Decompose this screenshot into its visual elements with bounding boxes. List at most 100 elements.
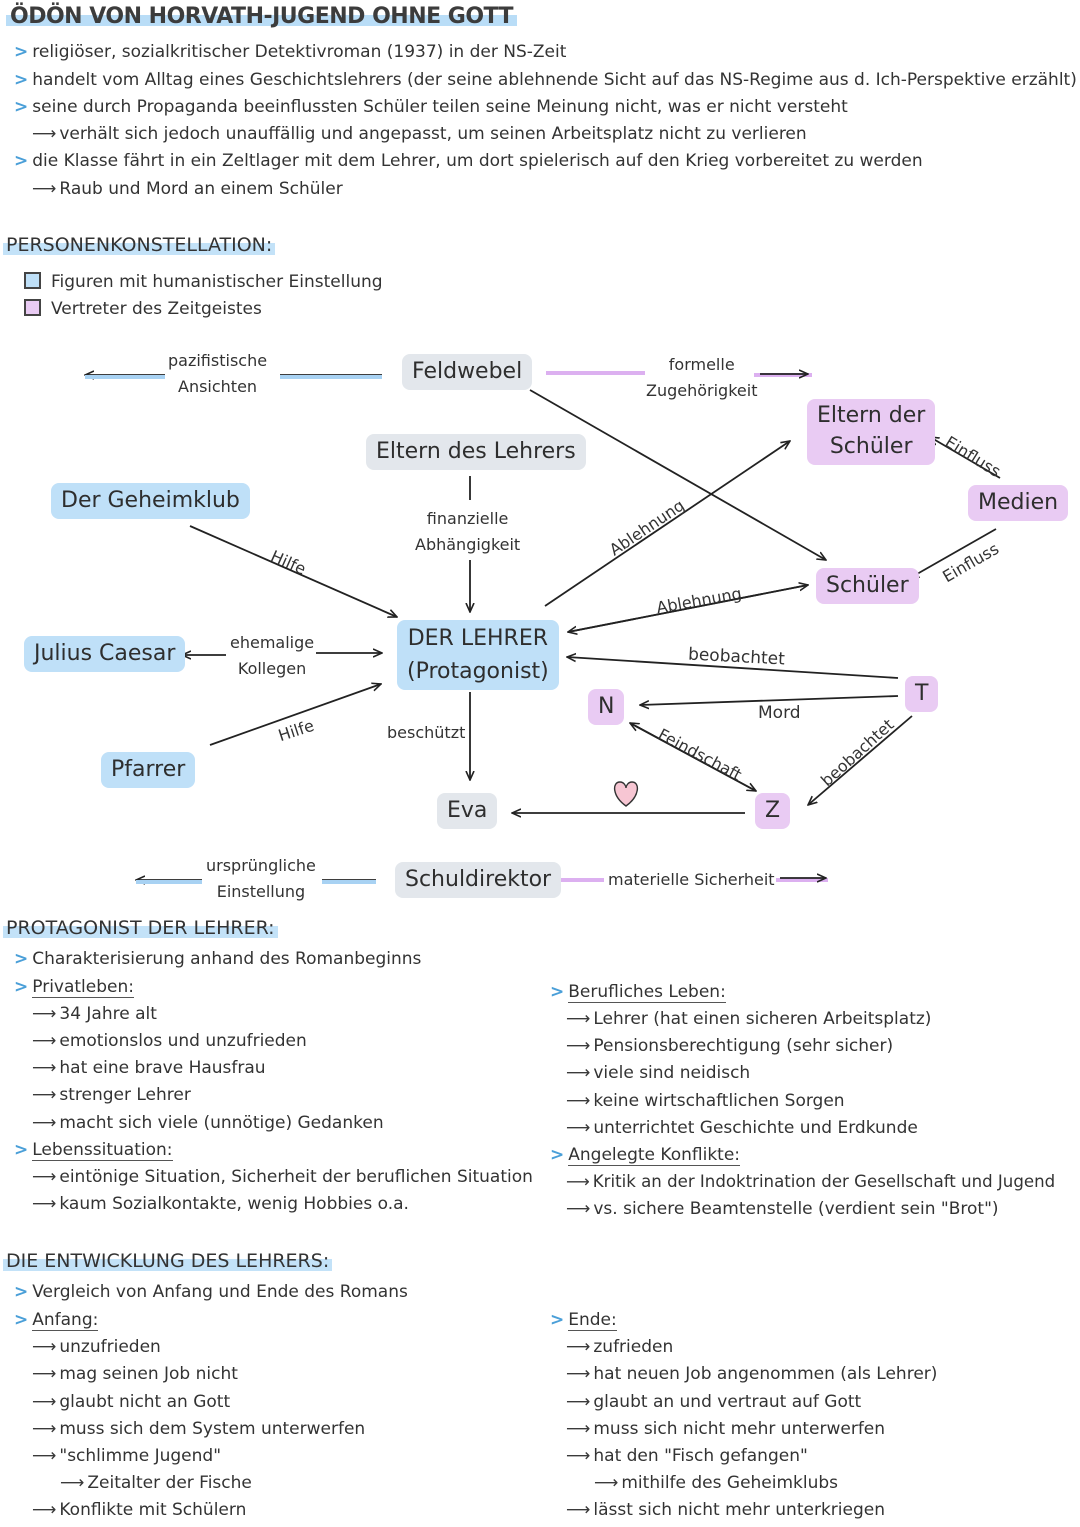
protagonist-intro: >Charakterisierung anhand des Romanbegin… (14, 949, 422, 969)
arrow-icon: ⟶ (566, 1063, 591, 1083)
arrow-icon: ⟶ (32, 1392, 57, 1412)
privat-item: ⟶34 Jahre alt (32, 1004, 157, 1024)
lebens-item: ⟶eintönige Situation, Sicherheit der ber… (32, 1167, 533, 1187)
arrow-t-beobachtet-z (808, 715, 913, 805)
bullet-marker: > (550, 1310, 565, 1330)
arrow-mord (640, 695, 899, 705)
protagonist-heading: PROTAGONIST DER LEHRER: (3, 917, 278, 939)
bullet-marker: > (14, 1310, 29, 1330)
legend-blue-swatch (24, 272, 41, 289)
arrow-icon: ⟶ (566, 1419, 591, 1439)
intro-line-4: ⟶verhält sich jedoch unauffällig und ang… (32, 124, 807, 144)
arrow-icon: ⟶ (566, 1199, 591, 1219)
arrow-icon: ⟶ (32, 124, 57, 144)
ende-item: ⟶muss sich nicht mehr unterwerfen (566, 1419, 886, 1439)
label-materielle: materielle Sicherheit (608, 870, 775, 889)
node-schuldirektor: Schuldirektor (395, 862, 562, 898)
node-schueler: Schüler (816, 568, 919, 604)
privat-item: ⟶emotionslos und unzufrieden (32, 1031, 307, 1051)
intro-line-5: >die Klasse fährt in ein Zeltlager mit d… (14, 151, 923, 171)
privat-label: >Privatleben: (14, 977, 134, 998)
ende-item: ⟶hat neuen Job angenommen (als Lehrer) (566, 1364, 938, 1384)
anfang-label: >Anfang: (14, 1310, 99, 1331)
bullet-marker: > (550, 1145, 565, 1165)
anfang-item: ⟶Konflikte mit Schülern (32, 1500, 247, 1520)
ende-item: ⟶zufrieden (566, 1337, 674, 1357)
ende-item: ⟶hat den "Fisch gefangen" (566, 1446, 808, 1466)
intro-line-6: ⟶Raub und Mord an einem Schüler (32, 179, 343, 199)
label-mord: Mord (758, 703, 801, 723)
label-beschuetzt: beschützt (387, 723, 466, 742)
legend-pink-swatch (24, 299, 41, 316)
arrow-medien-schueler (910, 528, 997, 578)
node-eva: Eva (437, 793, 498, 829)
constellation-heading: PERSONENKONSTELLATION: (3, 234, 276, 256)
bullet-marker: > (550, 982, 565, 1002)
arrow-icon: ⟶ (32, 1058, 57, 1078)
node-geheimklub: Der Geheimklub (51, 483, 250, 519)
arrow-icon: ⟶ (566, 1500, 591, 1520)
arrow-lehrer-eltern-schueler (544, 441, 790, 607)
intro-line-2: >handelt vom Alltag eines Geschichtslehr… (14, 70, 1077, 90)
bullet-marker: > (14, 1282, 29, 1302)
arrow-icon: ⟶ (566, 1337, 591, 1357)
arrow-icon: ⟶ (32, 1194, 57, 1214)
arrow-icon: ⟶ (566, 1091, 591, 1111)
ende-item: ⟶lässt sich nicht mehr unterkriegen (566, 1500, 885, 1520)
node-julius-caesar: Julius Caesar (24, 636, 186, 672)
node-lehrer-role: (Protagonist) (407, 659, 549, 684)
arrow-icon: ⟶ (566, 1392, 591, 1412)
konflikte-item: ⟶Kritik an der Indoktrination der Gesell… (566, 1172, 1056, 1191)
label-beobachtet-lehrer: beobachtet (687, 644, 786, 670)
konflikte-label: >Angelegte Konflikte: (550, 1145, 741, 1166)
bullet-marker: > (14, 151, 29, 171)
arrow-feldwebel-schueler (529, 389, 826, 560)
bullet-marker: > (14, 949, 29, 969)
arrow-t-beobachtet-lehrer (567, 657, 899, 679)
arrow-icon: ⟶ (32, 1446, 57, 1466)
arrow-icon: ⟶ (32, 1337, 57, 1357)
arrow-icon: ⟶ (566, 1036, 591, 1056)
lebens-label: >Lebenssituation: (14, 1140, 173, 1161)
arrow-icon: ⟶ (594, 1473, 619, 1493)
entwicklung-heading: DIE ENTWICKLUNG DES LEHRERS: (3, 1250, 333, 1272)
konflikte-item: ⟶vs. sichere Beamtenstelle (verdient sei… (566, 1199, 999, 1219)
arrow-pfarrer-hilfe (209, 684, 381, 746)
node-eltern-lehrer: Eltern des Lehrers (366, 434, 586, 470)
arrow-icon: ⟶ (60, 1473, 85, 1493)
bullet-marker: > (14, 97, 29, 117)
arrow-icon: ⟶ (32, 1364, 57, 1384)
arrow-icon: ⟶ (32, 1113, 57, 1133)
node-medien: Medien (968, 485, 1069, 521)
beruf-item: ⟶keine wirtschaftlichen Sorgen (566, 1091, 845, 1111)
node-lehrer: DER LEHRER (Protagonist) (397, 620, 559, 690)
node-feldwebel: Feldwebel (402, 354, 533, 390)
page-title: ÖDÖN VON HORVATH-JUGEND OHNE GOTT (6, 4, 518, 29)
beruf-item: ⟶Pensionsberechtigung (sehr sicher) (566, 1036, 894, 1056)
arrow-icon: ⟶ (32, 179, 57, 199)
bullet-marker: > (14, 70, 29, 90)
intro-line-3: >seine durch Propaganda beeinflussten Sc… (14, 97, 848, 117)
node-z: Z (755, 793, 791, 829)
privat-item: ⟶hat eine brave Hausfrau (32, 1058, 266, 1078)
bullet-marker: > (14, 1140, 29, 1160)
privat-item: ⟶macht sich viele (unnötige) Gedanken (32, 1113, 384, 1133)
node-pfarrer: Pfarrer (101, 752, 196, 788)
arrow-icon: ⟶ (566, 1364, 591, 1384)
anfang-subitem: ⟶Zeitalter der Fische (60, 1473, 252, 1493)
arrow-icon: ⟶ (566, 1172, 590, 1191)
anfang-item: ⟶glaubt nicht an Gott (32, 1392, 231, 1412)
arrow-icon: ⟶ (566, 1009, 591, 1029)
arrow-icon: ⟶ (566, 1118, 591, 1138)
node-eltern-schueler-line2: Schüler (829, 433, 913, 459)
intro-line-1: >religiöser, sozialkritischer Detektivro… (14, 42, 567, 62)
beruf-item: ⟶Lehrer (hat einen sicheren Arbeitsplatz… (566, 1009, 932, 1029)
node-eltern-schueler-line1: Eltern der (817, 403, 926, 428)
privat-item: ⟶strenger Lehrer (32, 1085, 191, 1105)
arrow-icon: ⟶ (32, 1004, 57, 1024)
beruf-item: ⟶unterrichtet Geschichte und Erdkunde (566, 1118, 918, 1138)
beruf-item: ⟶viele sind neidisch (566, 1063, 751, 1083)
